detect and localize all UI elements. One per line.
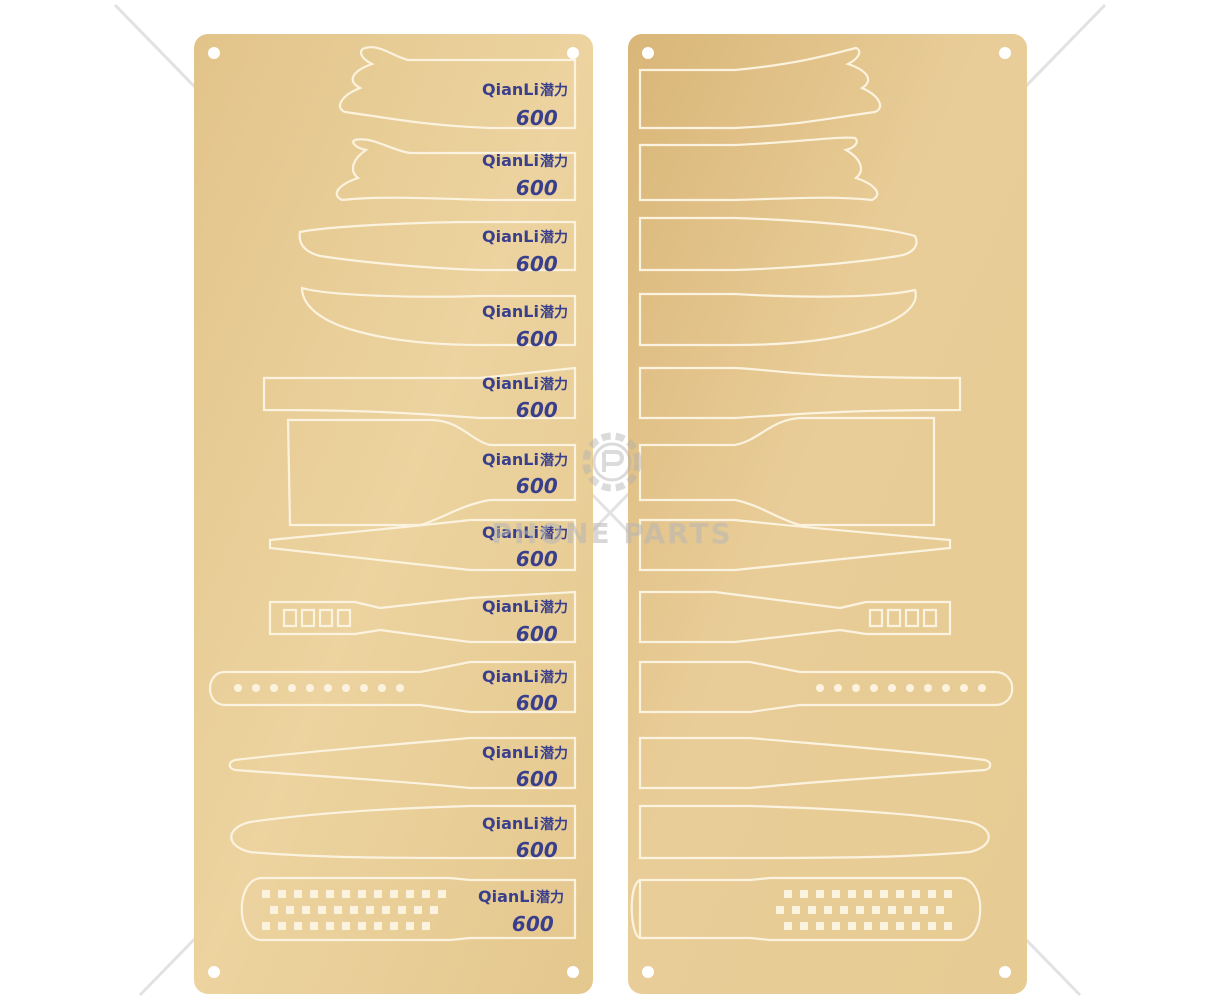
- model-text: 009: [516, 251, 558, 275]
- model-text: 009: [512, 911, 554, 935]
- brand-text: QianLi: [482, 597, 539, 616]
- model-text: 009: [516, 766, 558, 790]
- gear-logo-icon: [582, 432, 642, 492]
- model-text: 009: [516, 397, 558, 421]
- brand-cn-text: 潜力: [540, 745, 568, 762]
- perforation-holes: [234, 684, 446, 930]
- model-text: 009: [516, 546, 558, 570]
- printed-label: QianLi 潜力 009 QianLi 潜力 009 QianLi 潜力 00…: [478, 80, 568, 935]
- brand-cn-text: 潜力: [540, 229, 568, 246]
- vent-window: [282, 608, 352, 628]
- model-text: 009: [516, 105, 558, 129]
- brand-cn-text: 潜力: [540, 153, 568, 170]
- brand-cn-text: 潜力: [540, 669, 568, 686]
- brand-cn-text: 潜力: [540, 816, 568, 833]
- brand-cn-text: 潜力: [540, 452, 568, 469]
- model-text: 009: [516, 621, 558, 645]
- model-text: 009: [516, 326, 558, 350]
- left-plate-cutouts: [209, 46, 577, 942]
- right-plate: [628, 34, 1027, 994]
- brand-text: QianLi: [482, 374, 539, 393]
- brand-text: QianLi: [482, 743, 539, 762]
- brand-text: QianLi: [482, 151, 539, 170]
- vent-window: [868, 608, 938, 628]
- brand-text: QianLi: [482, 814, 539, 833]
- mounting-hole: [642, 47, 1011, 978]
- brand-cn-text: 潜力: [540, 525, 568, 542]
- watermark-text: PHONE PARTS: [491, 517, 732, 550]
- brand-text: QianLi: [478, 887, 535, 906]
- brand-text: QianLi: [482, 227, 539, 246]
- brand-text: QianLi: [482, 302, 539, 321]
- brand-text: QianLi: [482, 80, 539, 99]
- brand-text: QianLi: [482, 450, 539, 469]
- model-text: 009: [516, 690, 558, 714]
- brand-cn-text: 潜力: [540, 376, 568, 393]
- brand-cn-text: 潜力: [540, 599, 568, 616]
- brand-cn-text: 潜力: [540, 304, 568, 321]
- brand-cn-text: 潜力: [540, 82, 568, 99]
- left-plate: QianLi 潜力 009 QianLi 潜力 009 QianLi 潜力 00…: [194, 34, 593, 994]
- brand-text: QianLi: [482, 523, 539, 542]
- perforation-holes: [776, 684, 986, 930]
- brand-cn-text: 潜力: [536, 889, 564, 906]
- watermark: PHONE PARTS: [491, 432, 732, 550]
- right-plate-cutouts: [630, 46, 1014, 942]
- model-text: 009: [516, 837, 558, 861]
- brand-text: QianLi: [482, 667, 539, 686]
- model-text: 009: [516, 473, 558, 497]
- mounting-hole: [208, 47, 579, 978]
- model-text: 009: [516, 175, 558, 199]
